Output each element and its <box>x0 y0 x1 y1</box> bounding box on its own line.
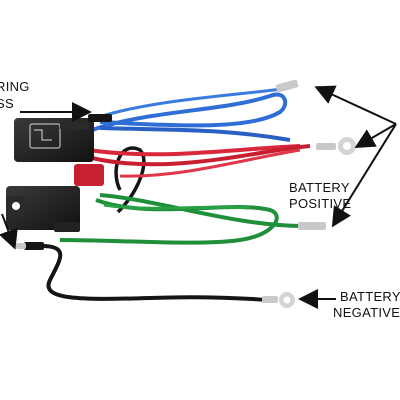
terminal-black-ring <box>262 292 295 308</box>
arrow-positive-mid <box>354 123 397 149</box>
terminal-red-ring <box>316 137 356 155</box>
black-wire-upper <box>114 146 146 214</box>
battery-negative-label-line2: NEGATIVE <box>333 305 400 320</box>
blue-wire-2 <box>99 126 291 142</box>
red-wire-3 <box>119 148 301 178</box>
wiring-harness-label-line2: SS <box>0 96 14 111</box>
wiring-harness-label-line1: RING <box>0 79 30 94</box>
arrow-wiring-harness-lower <box>0 213 18 250</box>
blue-wire-1 <box>91 92 288 132</box>
terminal-blue <box>275 79 299 93</box>
battery-positive-label-line1: BATTERY <box>289 180 350 195</box>
arrow-positive-top <box>314 85 397 125</box>
relay-upper <box>14 118 94 162</box>
terminal-blue-left <box>88 114 112 122</box>
blue-wire-3 <box>95 86 291 120</box>
green-wire-2 <box>99 193 301 228</box>
red-wire-1 <box>87 144 301 157</box>
black-wire <box>40 244 270 302</box>
battery-negative-label-line1: BATTERY <box>340 289 400 304</box>
arrow-positive-bottom <box>331 123 397 228</box>
terminal-left <box>16 242 44 250</box>
red-connector <box>74 164 104 186</box>
terminal-green <box>298 222 326 230</box>
red-wire-2 <box>91 144 311 167</box>
relay-lower <box>6 186 80 232</box>
green-wire-3 <box>103 203 251 210</box>
battery-positive-label-line2: POSITIVE <box>289 196 352 211</box>
